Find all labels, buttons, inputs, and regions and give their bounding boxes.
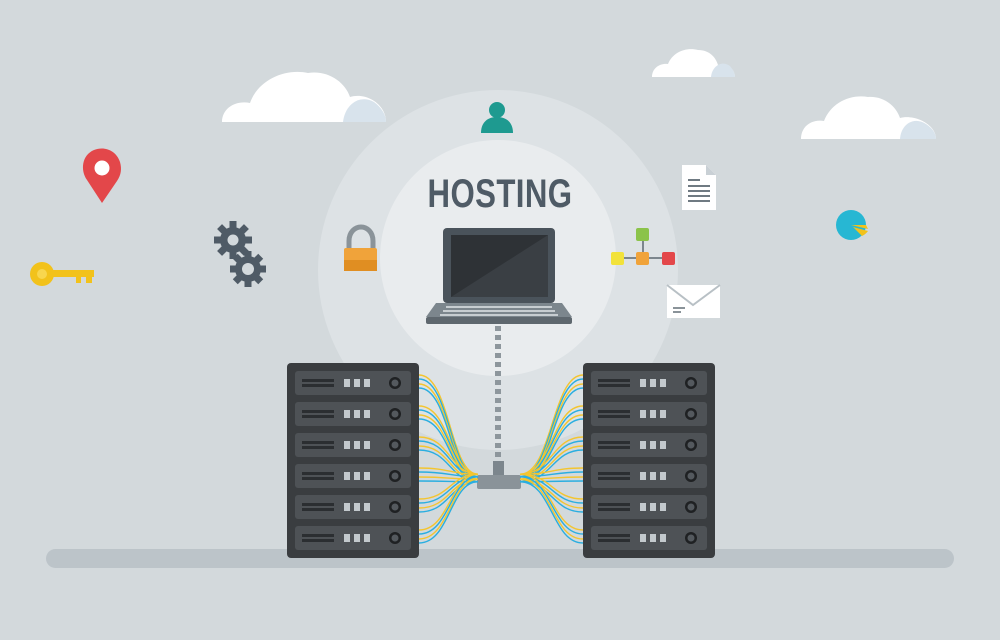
network-hub (477, 461, 521, 489)
document-icon (682, 165, 716, 210)
server-rack-icon (583, 363, 715, 558)
ground-shadow (46, 549, 954, 568)
cloud-icon (222, 71, 386, 122)
cloud-icon (801, 96, 936, 139)
cables (418, 374, 584, 544)
laptop-icon (426, 228, 572, 324)
location-pin-icon (82, 148, 121, 203)
server-unit (591, 402, 707, 426)
server-unit (591, 464, 707, 488)
hosting-title: HOSTING (427, 172, 573, 216)
server-unit (295, 402, 411, 426)
server-unit (295, 433, 411, 457)
server-unit (591, 433, 707, 457)
server-unit (591, 371, 707, 395)
server-unit (295, 526, 411, 550)
padlock-icon (344, 224, 377, 271)
cloud-icon (652, 49, 735, 77)
server-rack-icon (287, 363, 419, 558)
network-diagram-icon (611, 228, 675, 265)
server-unit (295, 371, 411, 395)
pie-chart-icon (836, 210, 868, 240)
server-unit (295, 495, 411, 519)
user-icon (481, 102, 513, 133)
server-unit (295, 464, 411, 488)
gears-icon (214, 221, 266, 287)
key-icon (30, 262, 94, 286)
server-unit (591, 495, 707, 519)
envelope-icon (666, 284, 721, 318)
server-unit (591, 526, 707, 550)
